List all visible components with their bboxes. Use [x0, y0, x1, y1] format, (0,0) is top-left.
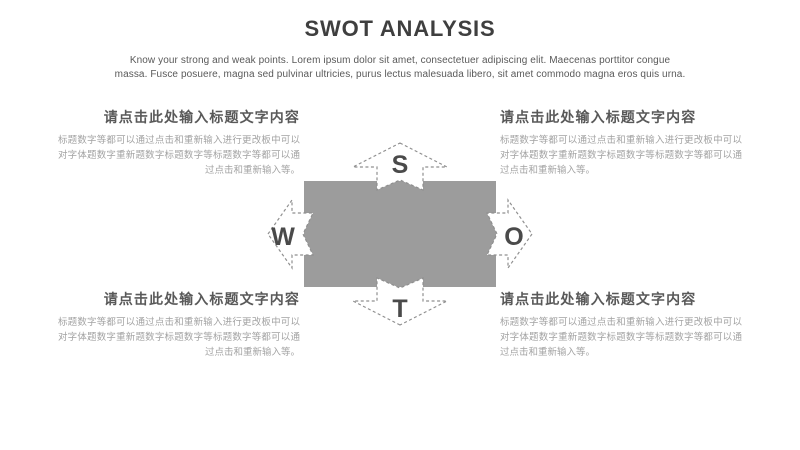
arrow-up-strengths[interactable]: [352, 142, 448, 191]
quadrant-block-top-right[interactable]: 请点击此处输入标题文字内容 标题数字等都可以通过点击和重新输入进行更改板中可以对…: [500, 107, 742, 179]
arrow-left-weaknesses[interactable]: [267, 198, 314, 270]
quadrant-body[interactable]: 标题数字等都可以通过点击和重新输入进行更改板中可以对字体题数字重新题数字标题数字…: [500, 135, 742, 177]
slide-subtitle: Know your strong and weak points. Lorem …: [114, 55, 686, 80]
quadrant-body[interactable]: 标题数字等都可以通过点击和重新输入进行更改板中可以对字体题数字重新题数字标题数字…: [58, 317, 300, 359]
letter-s: S: [392, 151, 409, 179]
letter-w: W: [271, 223, 295, 251]
slide-title: SWOT ANALYSIS: [304, 16, 496, 41]
quadrant-block-bottom-left[interactable]: 请点击此处输入标题文字内容 标题数字等都可以通过点击和重新输入进行更改板中可以对…: [58, 289, 300, 361]
letter-t: T: [392, 295, 407, 323]
center-box[interactable]: [304, 181, 496, 287]
quadrant-block-bottom-right[interactable]: 请点击此处输入标题文字内容 标题数字等都可以通过点击和重新输入进行更改板中可以对…: [500, 289, 742, 361]
quadrant-body[interactable]: 标题数字等都可以通过点击和重新输入进行更改板中可以对字体题数字重新题数字标题数字…: [500, 317, 742, 359]
arrow-right-opportunities[interactable]: [486, 198, 533, 270]
quadrant-heading[interactable]: 请点击此处输入标题文字内容: [500, 291, 697, 307]
swot-diagram: S W O T: [267, 142, 533, 326]
quadrant-heading[interactable]: 请点击此处输入标题文字内容: [500, 109, 697, 125]
letter-o: O: [504, 223, 523, 251]
quadrant-block-top-left[interactable]: 请点击此处输入标题文字内容 标题数字等都可以通过点击和重新输入进行更改板中可以对…: [58, 107, 300, 179]
quadrant-heading[interactable]: 请点击此处输入标题文字内容: [103, 109, 300, 125]
quadrant-body[interactable]: 标题数字等都可以通过点击和重新输入进行更改板中可以对字体题数字重新题数字标题数字…: [58, 135, 300, 177]
quadrant-heading[interactable]: 请点击此处输入标题文字内容: [103, 291, 300, 307]
arrow-down-threats[interactable]: [352, 277, 448, 326]
